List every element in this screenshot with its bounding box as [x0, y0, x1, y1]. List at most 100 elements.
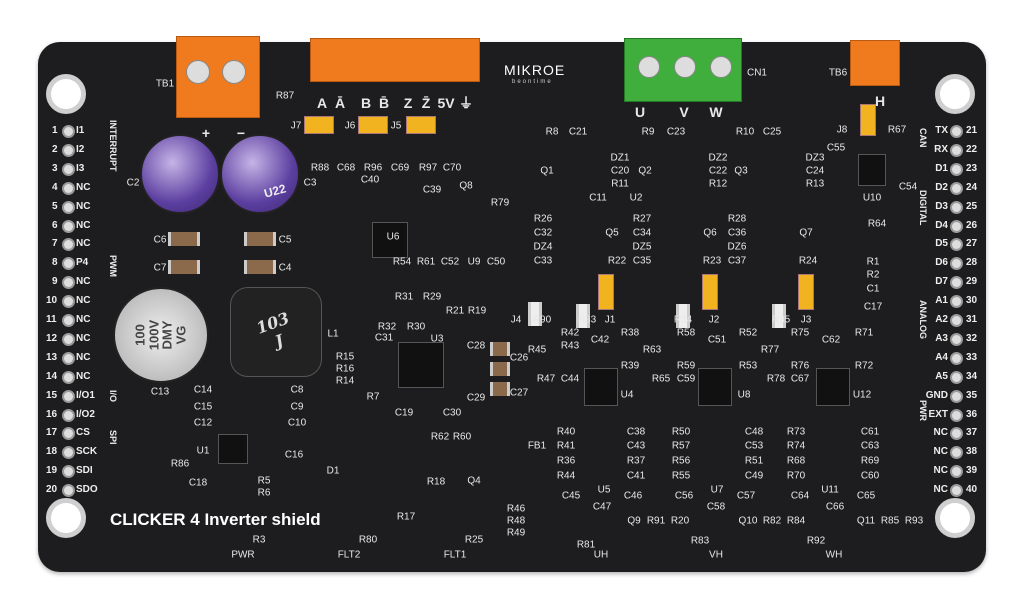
header-pin — [62, 257, 75, 271]
silkscreen-label: R59 — [676, 360, 696, 372]
smd-resistor — [528, 302, 542, 326]
header-pin — [950, 238, 963, 252]
silkscreen-label: R45 — [527, 344, 547, 356]
silkscreen-label: R24 — [798, 255, 818, 267]
silkscreen-label: C61 — [860, 426, 880, 438]
silkscreen-label: R78 — [766, 373, 786, 385]
silkscreen-label: Q8 — [459, 180, 473, 192]
silkscreen-label: R58 — [676, 327, 696, 339]
smd-capacitor — [168, 260, 200, 274]
silkscreen-label: FLT2 — [337, 549, 361, 561]
silkscreen-label: A — [316, 95, 328, 111]
silkscreen-label: R17 — [396, 511, 416, 523]
silkscreen-label: R49 — [506, 527, 526, 539]
silkscreen-label: R56 — [671, 455, 691, 467]
silkscreen-label: R76 — [790, 360, 810, 372]
silkscreen-label: R65 — [651, 373, 671, 385]
silkscreen-label: Q5 — [605, 227, 619, 239]
silkscreen-label: C48 — [744, 426, 764, 438]
pin-group-label: DIGITAL — [918, 190, 928, 226]
silkscreen-label: DZ6 — [727, 241, 747, 253]
pin-label: A1 — [935, 295, 948, 307]
pin-label: A5 — [935, 370, 948, 382]
smd-resistor — [772, 304, 786, 328]
capacitor-series: DMY — [160, 320, 175, 350]
silkscreen-label: D1 — [326, 465, 340, 477]
jumper-j1[interactable] — [598, 274, 614, 310]
jumper-j3[interactable] — [798, 274, 814, 310]
pin-number: 13 — [46, 351, 58, 363]
silkscreen-label: U8 — [737, 389, 751, 401]
silkscreen-label: Ā — [334, 95, 346, 111]
pin-number: 24 — [966, 181, 978, 193]
screw — [710, 56, 732, 78]
silkscreen-label: Q1 — [540, 165, 554, 177]
silkscreen-label: C8 — [290, 384, 304, 396]
brand-logo: MIKROE — [504, 62, 566, 78]
pin-number: 4 — [52, 181, 58, 193]
pin-label: A3 — [935, 332, 948, 344]
header-pin — [950, 295, 963, 309]
header-pin — [62, 143, 75, 157]
silkscreen-label: R35 — [771, 314, 791, 326]
silkscreen-label: R40 — [556, 426, 576, 438]
silkscreen-label: U7 — [710, 484, 724, 496]
silkscreen-label: W — [709, 104, 723, 120]
silkscreen-label: 5V — [437, 95, 455, 111]
mounting-hole — [935, 74, 975, 114]
pin-label: NC — [933, 427, 948, 439]
silkscreen-label: V — [679, 104, 689, 120]
silkscreen-label: R42 — [560, 327, 580, 339]
terminal-tb6 — [850, 40, 900, 86]
silkscreen-label: Q9 — [627, 515, 641, 527]
silkscreen-label: DZ3 — [805, 152, 825, 164]
silkscreen-label: C7 — [153, 262, 167, 274]
silkscreen-label: U10 — [862, 192, 882, 204]
silkscreen-label: C17 — [863, 301, 883, 313]
silkscreen-label: C69 — [390, 162, 410, 174]
silkscreen-label: C67 — [790, 373, 810, 385]
silkscreen-label: C15 — [193, 401, 213, 413]
header-pin — [62, 446, 75, 460]
silkscreen-label: Z̄ — [421, 95, 431, 111]
jumper-j8[interactable] — [860, 104, 876, 136]
silkscreen-label: R73 — [786, 426, 806, 438]
jumper-j2[interactable] — [702, 274, 718, 310]
silkscreen-label: C13 — [150, 386, 170, 398]
silkscreen-label: R50 — [671, 426, 691, 438]
silkscreen-label: R19 — [467, 305, 487, 317]
silkscreen-label: R47 — [536, 373, 556, 385]
silkscreen-label: C3 — [303, 177, 317, 189]
header-pin — [950, 427, 963, 441]
jumper-j7[interactable] — [304, 116, 334, 134]
silkscreen-label: J6 — [344, 120, 356, 132]
pin-number: 11 — [46, 314, 57, 325]
pin-label: SDO — [76, 484, 98, 496]
silkscreen-label: R43 — [560, 340, 580, 352]
pin-label: D6 — [935, 257, 948, 269]
header-pin — [950, 465, 963, 479]
silkscreen-label: FB1 — [527, 440, 547, 452]
jumper-j6[interactable] — [358, 116, 388, 134]
silkscreen-label: C18 — [188, 477, 208, 489]
header-pin — [950, 370, 963, 384]
mounting-hole — [46, 74, 86, 114]
silkscreen-label: R71 — [854, 327, 874, 339]
pin-label: NC — [76, 332, 91, 344]
silkscreen-label: J1 — [604, 314, 616, 326]
silkscreen-label: C45 — [561, 490, 581, 502]
pin-number: 28 — [966, 257, 978, 269]
silkscreen-label: R81 — [576, 539, 596, 551]
silkscreen-label: C56 — [674, 490, 694, 502]
silkscreen-label: R14 — [335, 375, 355, 387]
header-pin — [950, 408, 963, 422]
silkscreen-label: C4 — [278, 262, 292, 274]
silkscreen-label: R62 — [430, 431, 450, 443]
jumper-j5[interactable] — [406, 116, 436, 134]
silkscreen-label: U3 — [430, 333, 444, 345]
pin-label: RX — [934, 143, 948, 155]
header-pin — [950, 219, 963, 233]
pin-number: 5 — [52, 200, 58, 212]
silkscreen-label: Z — [403, 95, 413, 111]
pin-label: I1 — [76, 125, 85, 136]
